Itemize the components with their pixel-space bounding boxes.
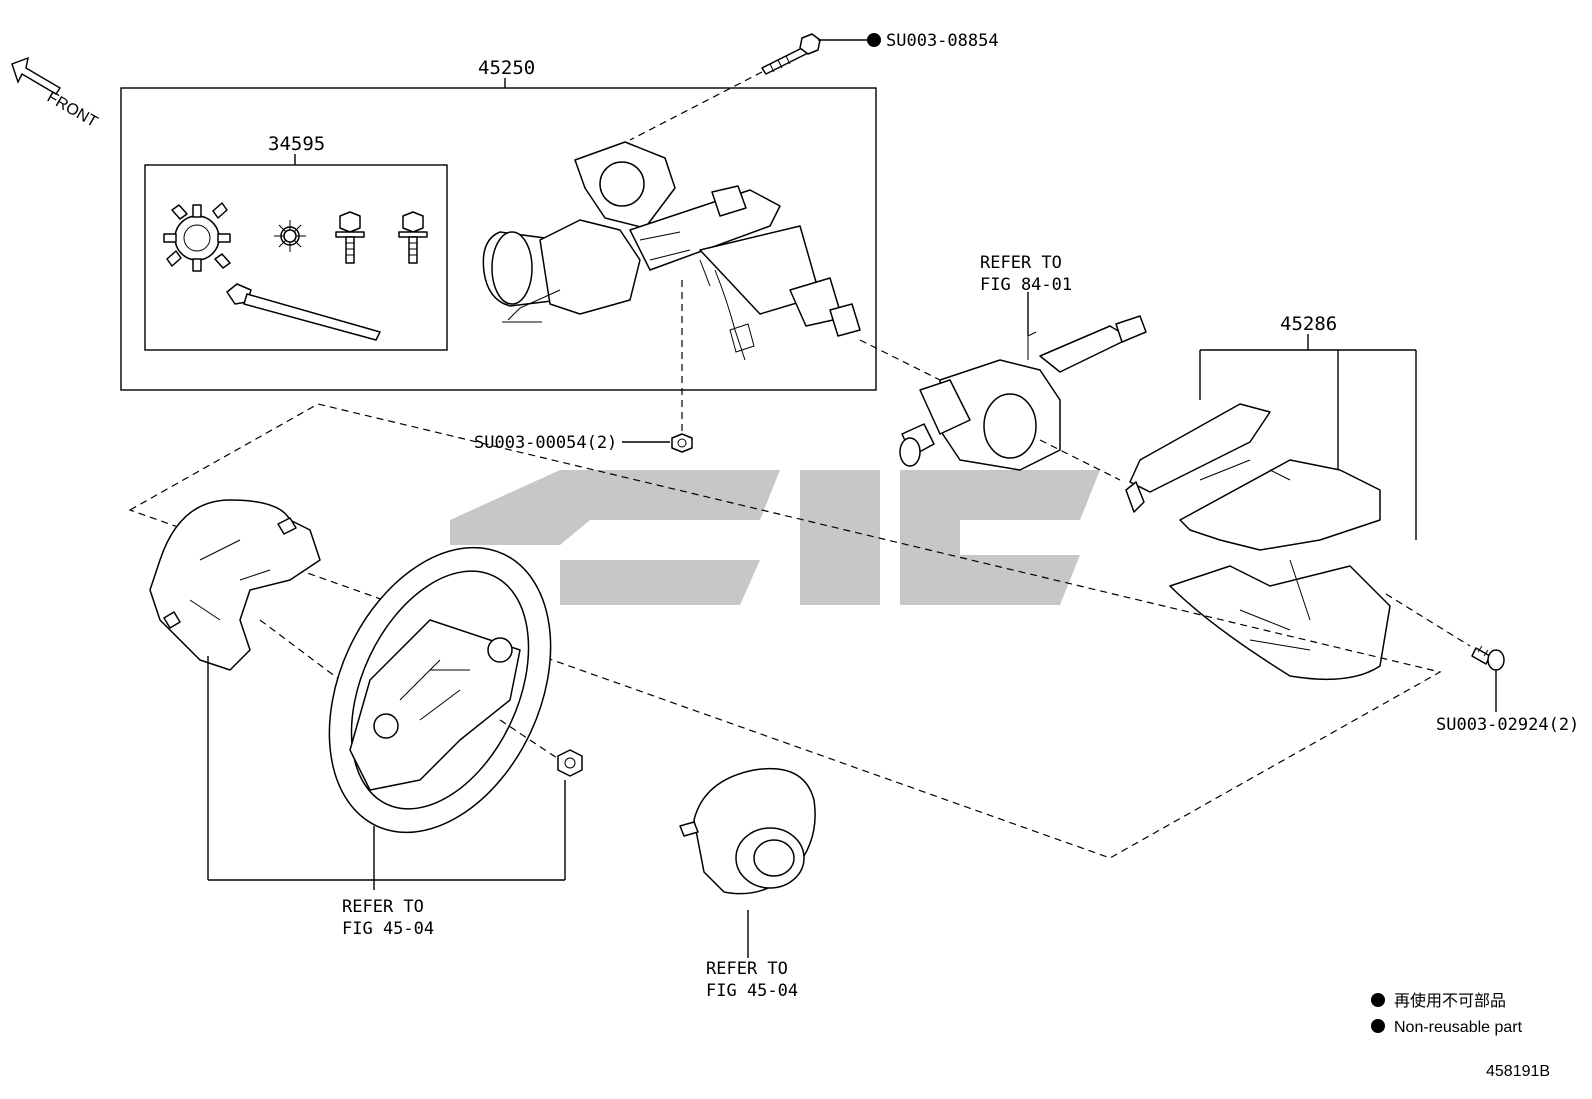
bolt-icon-1 — [335, 211, 365, 264]
wheel-refer-bracket: REFER TO FIG 45-04 — [207, 656, 566, 939]
label-su003-00054: SU003-00054(2) — [474, 433, 617, 453]
cable-tie-icon — [226, 283, 381, 341]
part-number-34595: 34595 — [268, 133, 325, 155]
nut-su003-00054: SU003-00054(2) — [474, 280, 693, 453]
figure-id: 458191B — [1486, 1063, 1550, 1080]
gear-small-icon — [274, 220, 306, 252]
legend: 再使用不可部品 Non-reusable part — [1371, 992, 1523, 1036]
label-su003-02924: SU003-02924(2) — [1436, 715, 1579, 735]
non-reusable-dot-08854 — [867, 33, 881, 47]
refer-wheel-line2: FIG 45-04 — [342, 919, 434, 939]
label-su003-08854: SU003-08854 — [886, 31, 999, 51]
watermark-logo — [450, 470, 1100, 605]
legend-jp: 再使用不可部品 — [1394, 992, 1506, 1010]
bolt-su003-08854: SU003-08854 — [629, 31, 999, 141]
front-arrow: FRONT — [11, 56, 100, 131]
steering-wheel — [328, 546, 561, 834]
steering-column — [482, 141, 861, 361]
bolt-icon-2 — [398, 211, 428, 264]
wheel-nut — [557, 749, 583, 777]
group-45286: 45286 — [1125, 313, 1417, 681]
gear-large-icon — [163, 202, 231, 272]
part-number-45250: 45250 — [478, 57, 535, 79]
refer-84-line2: FIG 84-01 — [980, 275, 1072, 295]
refer-pad-line1: REFER TO — [706, 959, 788, 979]
refer-wheel-line1: REFER TO — [342, 897, 424, 917]
legend-dot-jp — [1371, 993, 1385, 1007]
lower-cover — [149, 499, 341, 681]
legend-en: Non-reusable part — [1394, 1019, 1523, 1036]
front-label: FRONT — [44, 89, 100, 131]
airbag-pad: REFER TO FIG 45-04 — [679, 767, 816, 1001]
legend-dot-en — [1371, 1019, 1385, 1033]
group-34595: 34595 — [144, 133, 448, 351]
refer-pad-line2: FIG 45-04 — [706, 981, 798, 1001]
combination-switch: REFER TO FIG 84-01 — [859, 253, 1147, 481]
refer-84-line1: REFER TO — [980, 253, 1062, 273]
assembly-plane — [128, 403, 1442, 859]
screw-su003-02924: SU003-02924(2) — [1385, 593, 1579, 735]
group-45250: 45250 — [120, 57, 877, 391]
part-number-45286: 45286 — [1280, 313, 1337, 335]
